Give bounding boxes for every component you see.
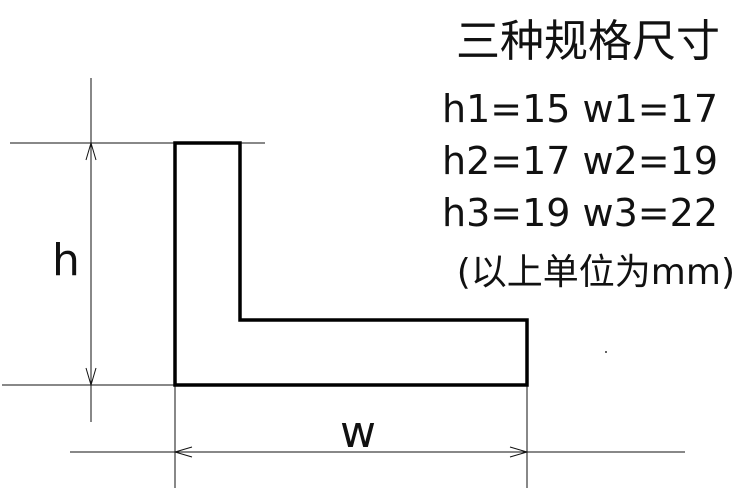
- stray-dot: [605, 351, 607, 353]
- unit-note: (以上单位为mm): [457, 252, 735, 293]
- spec-line-2: h2=17 w2=19: [442, 139, 718, 183]
- height-arrow-bottom: [85, 367, 97, 387]
- spec-line-3: h3=19 w3=22: [442, 191, 718, 235]
- height-arrow-top: [85, 141, 97, 161]
- width-arrow-left: [173, 446, 193, 458]
- spec-title: 三种规格尺寸: [456, 16, 720, 67]
- height-label: h: [52, 235, 80, 286]
- spec-line-1: h1=15 w1=17: [442, 87, 718, 131]
- width-arrow-right: [509, 446, 529, 458]
- width-label: w: [340, 407, 376, 458]
- l-profile-shape: [173, 141, 529, 387]
